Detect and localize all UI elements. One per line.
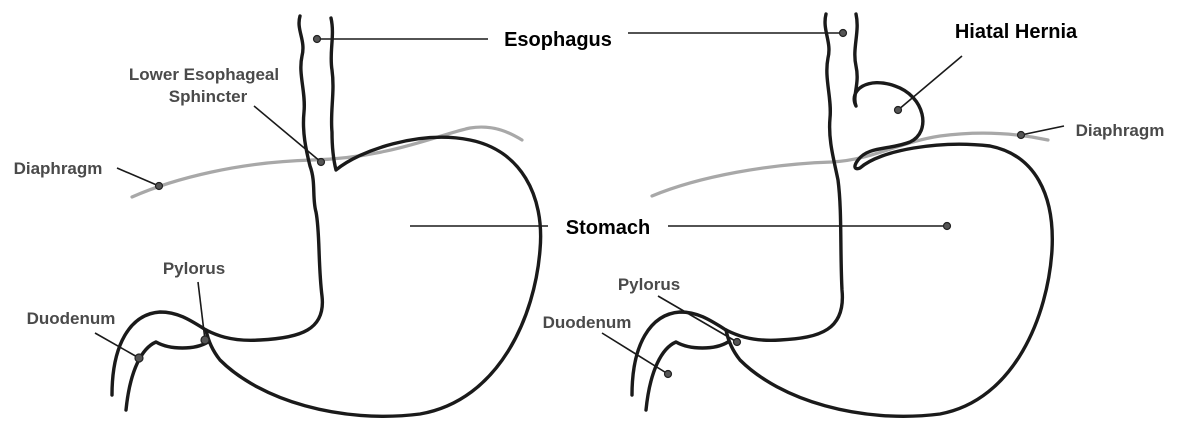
diaphragm-leader-left [117,168,159,186]
diaphragm-label-left: Diaphragm [14,159,103,178]
pylorus-leader-right [658,296,737,342]
les-label-line1: Lower Esophageal [129,65,279,84]
hiatal-hernia-label: Hiatal Hernia [955,21,1078,43]
diaphragm-right [652,133,1048,196]
les-dot [318,159,325,166]
duodenum-inner-left [126,342,208,410]
pylorus-label-right: Pylorus [618,275,680,294]
stomach-dot-right [944,223,951,230]
hernia-stomach-outline [726,14,1052,416]
duodenum-outline-left [112,312,206,395]
duodenum-outline-right [632,312,726,395]
hiatal-hernia-leader [898,56,962,110]
duodenum-label-left: Duodenum [27,309,116,328]
hiatal-hernia-figure [632,14,1052,416]
duodenum-label-right: Duodenum [543,313,632,332]
les-label-line2: Sphincter [169,87,248,106]
hiatal-hernia-dot [895,107,902,114]
pylorus-label-left: Pylorus [163,259,225,278]
duodenum-inner-right [646,342,728,410]
esophagus-dot-left [314,36,321,43]
diaphragm-dot-left [156,183,163,190]
diaphragm-leader-right [1021,126,1064,135]
esophagus-dot-right [840,30,847,37]
diaphragm-dot-right [1018,132,1025,139]
esophagus-label: Esophagus [504,29,612,51]
stomach-label: Stomach [566,217,650,239]
esophagus-left-wall-hernia [726,14,842,340]
pylorus-leader-left [198,282,205,340]
diaphragm-label-right: Diaphragm [1076,121,1165,140]
les-leader [254,106,321,162]
pylorus-dot-right [734,339,741,346]
pylorus-dot-left [201,336,209,344]
duodenum-dot-left [135,354,143,362]
duodenum-dot-right [665,371,672,378]
